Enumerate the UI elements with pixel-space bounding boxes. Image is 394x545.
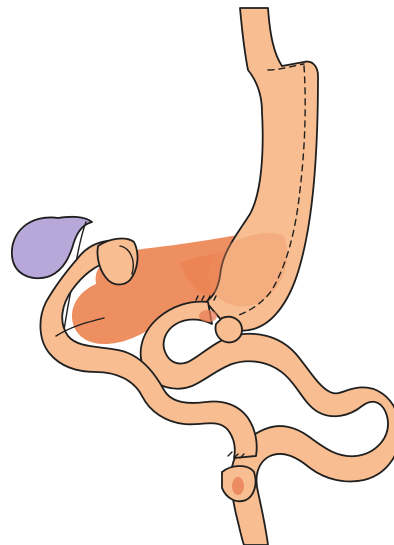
gastrojejunal-mark xyxy=(199,310,217,322)
jejunal-stump-mark xyxy=(232,477,244,495)
gastrojejunal-stump xyxy=(215,317,242,343)
